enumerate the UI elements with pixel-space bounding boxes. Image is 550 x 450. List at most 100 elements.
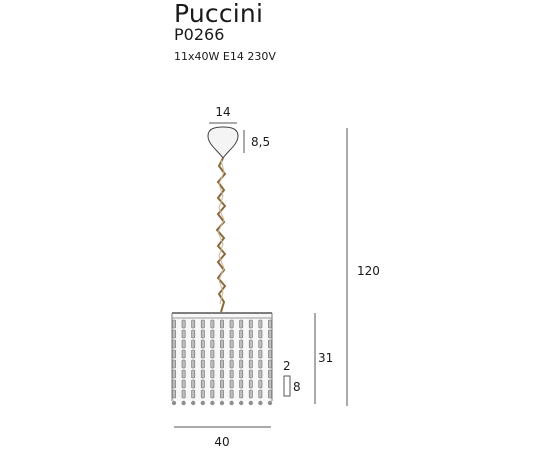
crystal-drop	[171, 400, 177, 406]
crystal-prism	[268, 329, 272, 339]
crystal-prism	[210, 369, 215, 379]
crystal-prism	[172, 319, 176, 329]
crystal-prism	[210, 379, 215, 389]
crystal-prism	[191, 339, 196, 349]
crystal-prism	[248, 379, 253, 389]
crystal-prism	[229, 359, 234, 369]
crystal-prism	[248, 349, 253, 359]
crystal-prism	[220, 369, 224, 379]
crystal-prism	[172, 329, 176, 339]
crystal-prism	[239, 389, 244, 399]
canopy-width-dimension: 14	[209, 105, 237, 124]
crystal-prism	[258, 389, 263, 399]
shade-width-dimension: 40	[174, 426, 271, 449]
canopy	[207, 126, 239, 159]
crystal-prism	[181, 369, 186, 379]
crystal-prism	[200, 369, 205, 379]
chain	[215, 157, 227, 313]
crystal-prism	[229, 319, 234, 329]
crystal-prism	[191, 329, 196, 339]
crystal-prism	[239, 369, 244, 379]
canopy-height-label: 8,5	[251, 135, 270, 149]
crystal-prism	[172, 369, 176, 379]
crystal-prism	[239, 349, 244, 359]
shade-width-label: 40	[214, 435, 229, 449]
product-code: P0266	[174, 25, 225, 44]
crystal-prism	[268, 379, 272, 389]
crystal-prism	[229, 339, 234, 349]
crystal-prism	[172, 349, 176, 359]
crystal-prism	[268, 339, 272, 349]
shade-height-dimension: 31	[314, 313, 333, 404]
crystal-prism	[268, 389, 272, 399]
crystal-prism	[210, 359, 215, 369]
crystal-prism	[258, 349, 263, 359]
crystal-prism	[248, 339, 253, 349]
crystal-prism	[258, 369, 263, 379]
crystal-drop	[248, 400, 253, 406]
crystal-prism	[239, 359, 244, 369]
crystal-prism	[268, 349, 272, 359]
crystal-prism	[229, 349, 234, 359]
crystal-prism	[258, 379, 263, 389]
crystal-width-label: 2	[283, 359, 291, 373]
crystal-prism	[200, 339, 205, 349]
crystal-prism	[191, 389, 196, 399]
crystal-prism	[220, 329, 224, 339]
product-name: Puccini	[174, 0, 264, 28]
product-spec: 11x40W E14 230V	[174, 50, 276, 63]
crystal-drop	[258, 400, 263, 406]
crystal-prism	[229, 389, 234, 399]
crystal-prism	[191, 379, 196, 389]
canopy-height-dimension: 8,5	[243, 130, 270, 153]
crystal-columns	[171, 319, 273, 406]
crystal-prism	[172, 339, 176, 349]
crystal-prism	[181, 329, 186, 339]
crystal-prism	[181, 339, 186, 349]
crystal-prism	[220, 379, 224, 389]
crystal-prism	[200, 349, 205, 359]
crystal-prism	[181, 389, 186, 399]
crystal-prism	[191, 349, 196, 359]
crystal-prism	[220, 359, 224, 369]
crystal-drop	[200, 400, 205, 406]
crystal-prism	[200, 329, 205, 339]
crystal-drop	[239, 400, 244, 406]
crystal-prism	[191, 319, 196, 329]
crystal-prism	[248, 389, 253, 399]
crystal-prism	[181, 359, 186, 369]
crystal-prism	[239, 319, 244, 329]
crystal-prism	[220, 339, 224, 349]
crystal-prism	[200, 389, 205, 399]
crystal-prism	[200, 379, 205, 389]
crystal-prism	[248, 329, 253, 339]
crystal-prism	[229, 369, 234, 379]
shade-height-label: 31	[318, 351, 333, 365]
crystal-prism	[258, 339, 263, 349]
canopy-width-label: 14	[215, 105, 230, 119]
crystal-prism	[220, 349, 224, 359]
crystal-prism	[191, 369, 196, 379]
crystal-prism	[210, 319, 215, 329]
crystal-drop	[219, 400, 225, 406]
crystal-prism	[268, 319, 272, 329]
total-height-label: 120	[357, 264, 380, 278]
crystal-drop	[210, 400, 215, 406]
crystal-prism	[229, 379, 234, 389]
crystal-prism	[248, 369, 253, 379]
crystal-drop	[267, 400, 273, 406]
crystal-prism	[181, 349, 186, 359]
crystal-prism	[258, 329, 263, 339]
crystal-prism	[258, 359, 263, 369]
crystal-prism	[181, 379, 186, 389]
crystal-prism	[181, 319, 186, 329]
crystal-prism	[258, 319, 263, 329]
crystal-prism	[210, 389, 215, 399]
crystal-prism	[172, 379, 176, 389]
crystal-drop	[181, 400, 186, 406]
crystal-prism	[239, 329, 244, 339]
crystal-prism	[191, 359, 196, 369]
crystal-detail: 2 8	[283, 359, 301, 397]
crystal-prism	[229, 329, 234, 339]
